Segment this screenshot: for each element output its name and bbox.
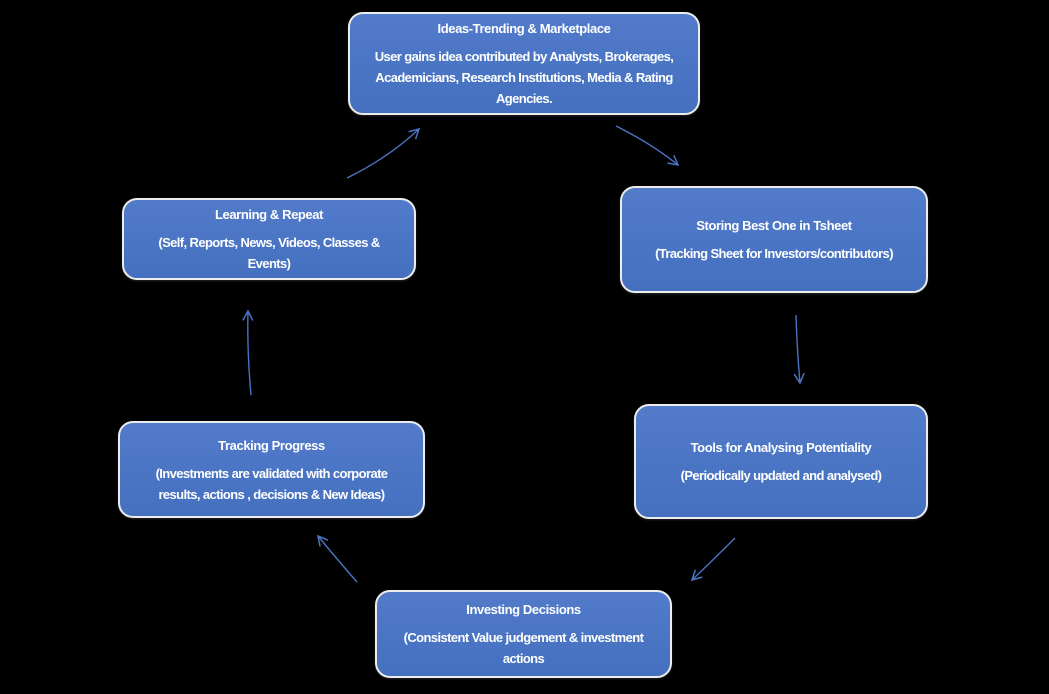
node-body: (Self, Reports, News, Videos, Classes & … bbox=[158, 235, 380, 271]
arrow-storing-to-tools bbox=[793, 314, 805, 385]
node-learning-and-repeat: Learning & Repeat (Self, Reports, News, … bbox=[122, 198, 416, 280]
node-storing-best-one-in-tsheet: Storing Best One in Tsheet (Tracking She… bbox=[620, 186, 928, 293]
node-tracking-progress: Tracking Progress (Investments are valid… bbox=[118, 421, 425, 518]
arrow-investing-to-tracking bbox=[316, 534, 358, 583]
node-title: Investing Decisions bbox=[466, 602, 581, 617]
arrow-tracking-to-learning bbox=[242, 309, 254, 396]
node-title: Storing Best One in Tsheet bbox=[696, 218, 852, 233]
node-body: (Periodically updated and analysed) bbox=[680, 468, 882, 483]
node-body: (Consistent Value judgement & investment… bbox=[403, 630, 644, 666]
node-title: Tools for Analysing Potentiality bbox=[690, 440, 872, 455]
node-title: Learning & Repeat bbox=[214, 207, 324, 222]
node-title: Ideas-Trending & Marketplace bbox=[437, 21, 611, 36]
node-body: (Tracking Sheet for Investors/contributo… bbox=[655, 246, 893, 261]
node-ideas-trending-marketplace: Ideas-Trending & Marketplace User gains … bbox=[348, 12, 700, 115]
node-investing-decisions: Investing Decisions (Consistent Value ju… bbox=[375, 590, 672, 678]
arrow-ideas-to-storing bbox=[615, 125, 680, 167]
node-tools-for-analysing-potentiality: Tools for Analysing Potentiality (Period… bbox=[634, 404, 928, 519]
node-body: User gains idea contributed by Analysts,… bbox=[374, 49, 674, 106]
node-body: (Investments are validated with corporat… bbox=[155, 465, 388, 502]
node-title: Tracking Progress bbox=[218, 437, 325, 453]
arrow-learning-to-ideas bbox=[346, 127, 421, 179]
arrow-tools-to-investing bbox=[690, 537, 736, 582]
